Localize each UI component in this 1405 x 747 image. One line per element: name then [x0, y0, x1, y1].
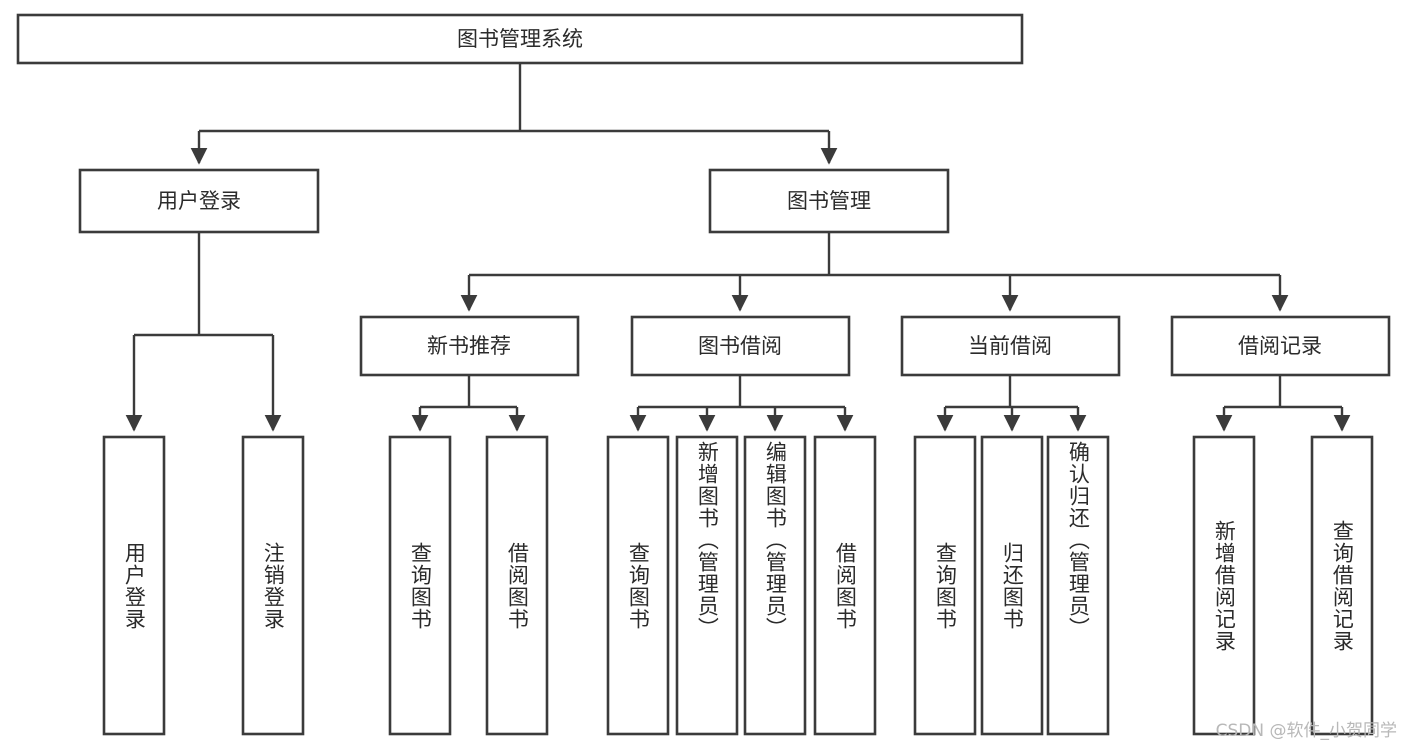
node-root-system-label: 图书管理系统 — [457, 27, 583, 51]
node-current-borrow[interactable]: 当前借阅 — [900, 315, 1121, 377]
node-borrow-record-box[interactable] — [1170, 315, 1391, 377]
node-user-login-box[interactable] — [78, 168, 320, 234]
node-book-borrow-label: 图书借阅 — [698, 334, 782, 358]
node-return-book-box[interactable] — [980, 435, 1044, 736]
node-user-login[interactable]: 用户登录 — [78, 168, 320, 234]
node-borrow-record-label: 借阅记录 — [1238, 334, 1322, 358]
node-new-book-recommend-label: 新书推荐 — [427, 334, 511, 358]
node-root-system-box[interactable] — [16, 13, 1024, 65]
node-borrow-record[interactable]: 借阅记录 — [1170, 315, 1391, 377]
node-new-book-recommend-box[interactable] — [359, 315, 580, 377]
node-current-borrow-label: 当前借阅 — [968, 334, 1052, 358]
node-user-login-label: 用户登录 — [157, 189, 241, 213]
node-book-management[interactable]: 图书管理 — [708, 168, 950, 234]
node-add-borrow-record-box[interactable] — [1192, 435, 1256, 736]
node-book-borrow[interactable]: 图书借阅 — [630, 315, 851, 377]
node-add-book-admin-box[interactable] — [675, 435, 739, 736]
node-current-borrow-box[interactable] — [900, 315, 1121, 377]
node-query-book-3-box[interactable] — [913, 435, 977, 736]
node-user-login-leaf-box[interactable] — [102, 435, 166, 736]
node-logout-leaf-box[interactable] — [241, 435, 305, 736]
node-book-borrow-box[interactable] — [630, 315, 851, 377]
node-edit-book-admin-box[interactable] — [743, 435, 807, 736]
node-borrow-book-1-box[interactable] — [485, 435, 549, 736]
node-confirm-return-admin-box[interactable] — [1046, 435, 1110, 736]
node-book-management-box[interactable] — [708, 168, 950, 234]
node-borrow-book-2-box[interactable] — [813, 435, 877, 736]
node-query-book-1-box[interactable] — [388, 435, 452, 736]
node-query-borrow-record-box[interactable] — [1310, 435, 1374, 736]
node-root-system[interactable]: 图书管理系统 — [16, 13, 1024, 65]
node-book-management-label: 图书管理 — [787, 189, 871, 213]
node-new-book-recommend[interactable]: 新书推荐 — [359, 315, 580, 377]
node-query-book-2-box[interactable] — [606, 435, 670, 736]
connector-lines — [125, 63, 1351, 432]
